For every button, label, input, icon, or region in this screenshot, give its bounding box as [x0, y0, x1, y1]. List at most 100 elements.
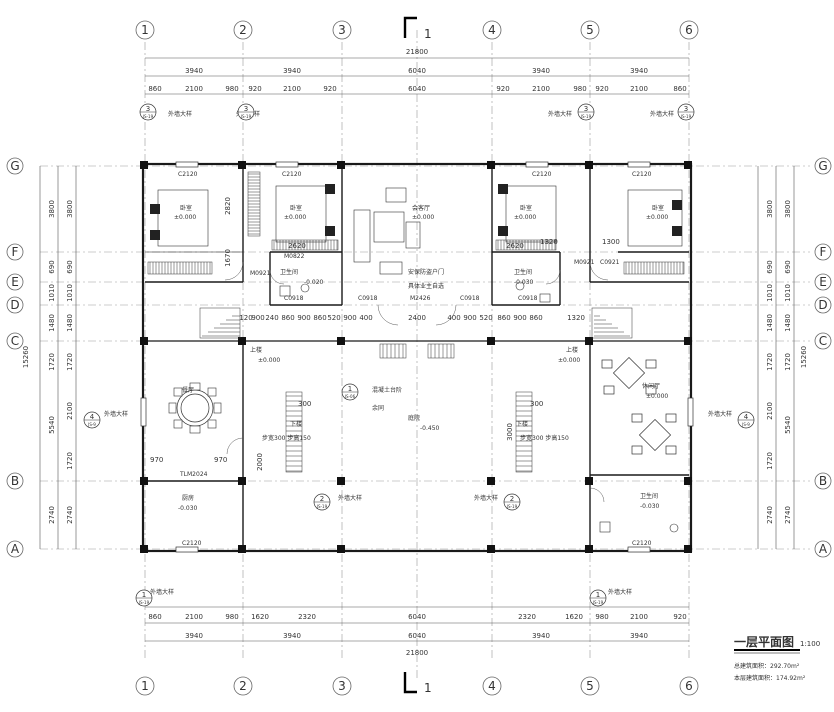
callout-top-2-ref: JS-19 [240, 114, 252, 119]
room-courtyard: 庭院 [408, 414, 420, 422]
axis-bubble-row [814, 472, 832, 490]
callout-bottom-2-ref: JS-19 [592, 600, 604, 605]
dim-left-outer: 1010 [48, 284, 56, 302]
dim-left-outer: 1480 [48, 314, 56, 332]
dim-right-outer: 3800 [784, 200, 792, 218]
dim-top-detail: 980 [225, 85, 238, 93]
axis-label-row: G [818, 159, 827, 173]
axis-label-col: 3 [338, 23, 346, 37]
dim-corridor: 400 [447, 314, 460, 322]
room-courtyard-level: -0.450 [420, 425, 440, 432]
dim-corridor: 900 [251, 314, 264, 322]
balcony-label: 混凝土台阶 [372, 386, 402, 394]
axis-bubble-col [482, 676, 502, 696]
door-tag-m2426: M2426 [410, 295, 431, 302]
dim-bottom-detail: 6040 [408, 613, 426, 621]
dim-top-detail: 6040 [408, 85, 426, 93]
dim-corridor: 900 [297, 314, 310, 322]
dim-right-overall: 15260 [800, 346, 808, 368]
stairs-down-left: 下楼 [290, 420, 302, 428]
room-bath-1-level: -0.020 [304, 279, 324, 286]
axis-bubble-col [679, 676, 699, 696]
axis-label-row: C [11, 334, 19, 348]
label-2820: 2820 [224, 197, 232, 215]
dining-chairs [168, 382, 222, 434]
upstair-left-level: ±0.000 [258, 357, 280, 364]
axis-bubble-row [814, 296, 832, 314]
axis-label-col: 1 [141, 23, 149, 37]
callout-mid-2-num: 2 [510, 495, 514, 503]
room-labels: 卧室 ±0.000 卧室 ±0.000 卧室 ±0.000 卧室 ±0.000 … [174, 204, 668, 512]
room-kitchen-level: -0.030 [178, 505, 198, 512]
room-bath-2-level: -0.030 [514, 279, 534, 286]
axis-label-row: F [820, 245, 827, 259]
room-bedroom-4: 卧室 [652, 204, 664, 212]
dim-bottom-bay: 3940 [185, 632, 203, 640]
structural-columns [140, 161, 692, 553]
dim-bottom-detail: 2100 [630, 613, 648, 621]
label-1300: 1300 [602, 238, 620, 246]
axis-bubble-row [6, 243, 24, 261]
label-2000: 2000 [256, 453, 264, 471]
upstair-right-level: ±0.000 [558, 357, 580, 364]
axis-label-row: B [11, 474, 19, 488]
axis-label-col: 5 [586, 679, 594, 693]
callout-top-2-num: 3 [244, 105, 248, 113]
dim-left-outer: 1720 [48, 353, 56, 371]
axis-label-col: 3 [338, 679, 346, 693]
axis-bubble-col [580, 676, 600, 696]
dim-top-bay: 3940 [185, 67, 203, 75]
dim-top-detail: 2100 [630, 85, 648, 93]
callout-left-ref: JS-9 [87, 422, 96, 427]
wall-detail-top-0: 外墙大样 [168, 110, 192, 118]
room-bedroom-3: 卧室 [520, 204, 532, 212]
label-970-a: 970 [150, 456, 163, 464]
dim-corridor: 2400 [408, 314, 426, 322]
label-970-b: 970 [214, 456, 227, 464]
wall-detail-top-3: 外墙大样 [650, 110, 674, 118]
living-furniture [353, 187, 421, 275]
window-tag-6: C2120 [632, 540, 652, 547]
window-tag-c0918-3: C0918 [460, 295, 480, 302]
area-floor: 本层建筑面积：174.92m² [734, 674, 806, 682]
drawing-scale: 1:100 [800, 640, 820, 648]
dim-bottom-detail: 860 [148, 613, 161, 621]
window-tag-2: C2120 [282, 171, 302, 178]
stairs [199, 307, 633, 473]
axis-label-row: C [819, 334, 827, 348]
stairs-down-right: 下楼 [516, 420, 528, 428]
axis-label-row: E [819, 275, 827, 289]
dim-right-outer: 1720 [784, 353, 792, 371]
dim-left-inner: 2740 [66, 506, 74, 524]
axis-bubble-row [6, 332, 24, 350]
axis-bubble-row [6, 157, 24, 175]
axis-label-row: G [10, 159, 19, 173]
exterior-walls [141, 162, 693, 553]
wall-detail-bottom-1: 外墙大样 [150, 588, 174, 596]
room-bath-3: 卫生间 [640, 492, 658, 500]
dim-top-bay: 3940 [532, 67, 550, 75]
callout-top-1-num: 3 [146, 105, 150, 113]
axis-bubble-row [814, 332, 832, 350]
grid-lines [40, 30, 810, 680]
dim-top-detail: 920 [248, 85, 261, 93]
dim-corridor: 520 [479, 314, 492, 322]
dim-corridor: 1320 [567, 314, 585, 322]
detail-callouts: 3JS-193JS-193JS-193JS-194JS-94JS-92JS-19… [83, 103, 755, 607]
dim-left-inner: 1480 [66, 314, 74, 332]
dim-corridor: 520 [327, 314, 340, 322]
callout-bottom-1-ref: JS-19 [138, 600, 150, 605]
dim-bottom-detail: 2100 [185, 613, 203, 621]
room-bedroom-3-level: ±0.000 [514, 214, 536, 221]
door-tag-c0921: C0921 [600, 259, 620, 266]
axis-bubble-row [6, 296, 24, 314]
axis-label-row: D [10, 298, 19, 312]
dim-overall-bottom: 21800 [406, 649, 428, 657]
security-door-label: 安保防盗户门 [408, 268, 444, 276]
dim-right-outer: 690 [784, 260, 792, 273]
dim-bottom-bay: 6040 [408, 632, 426, 640]
window-tag-1: C2120 [178, 171, 198, 178]
callout-top-4-ref: JS-19 [680, 114, 692, 119]
window-tag-4: C2120 [632, 171, 652, 178]
